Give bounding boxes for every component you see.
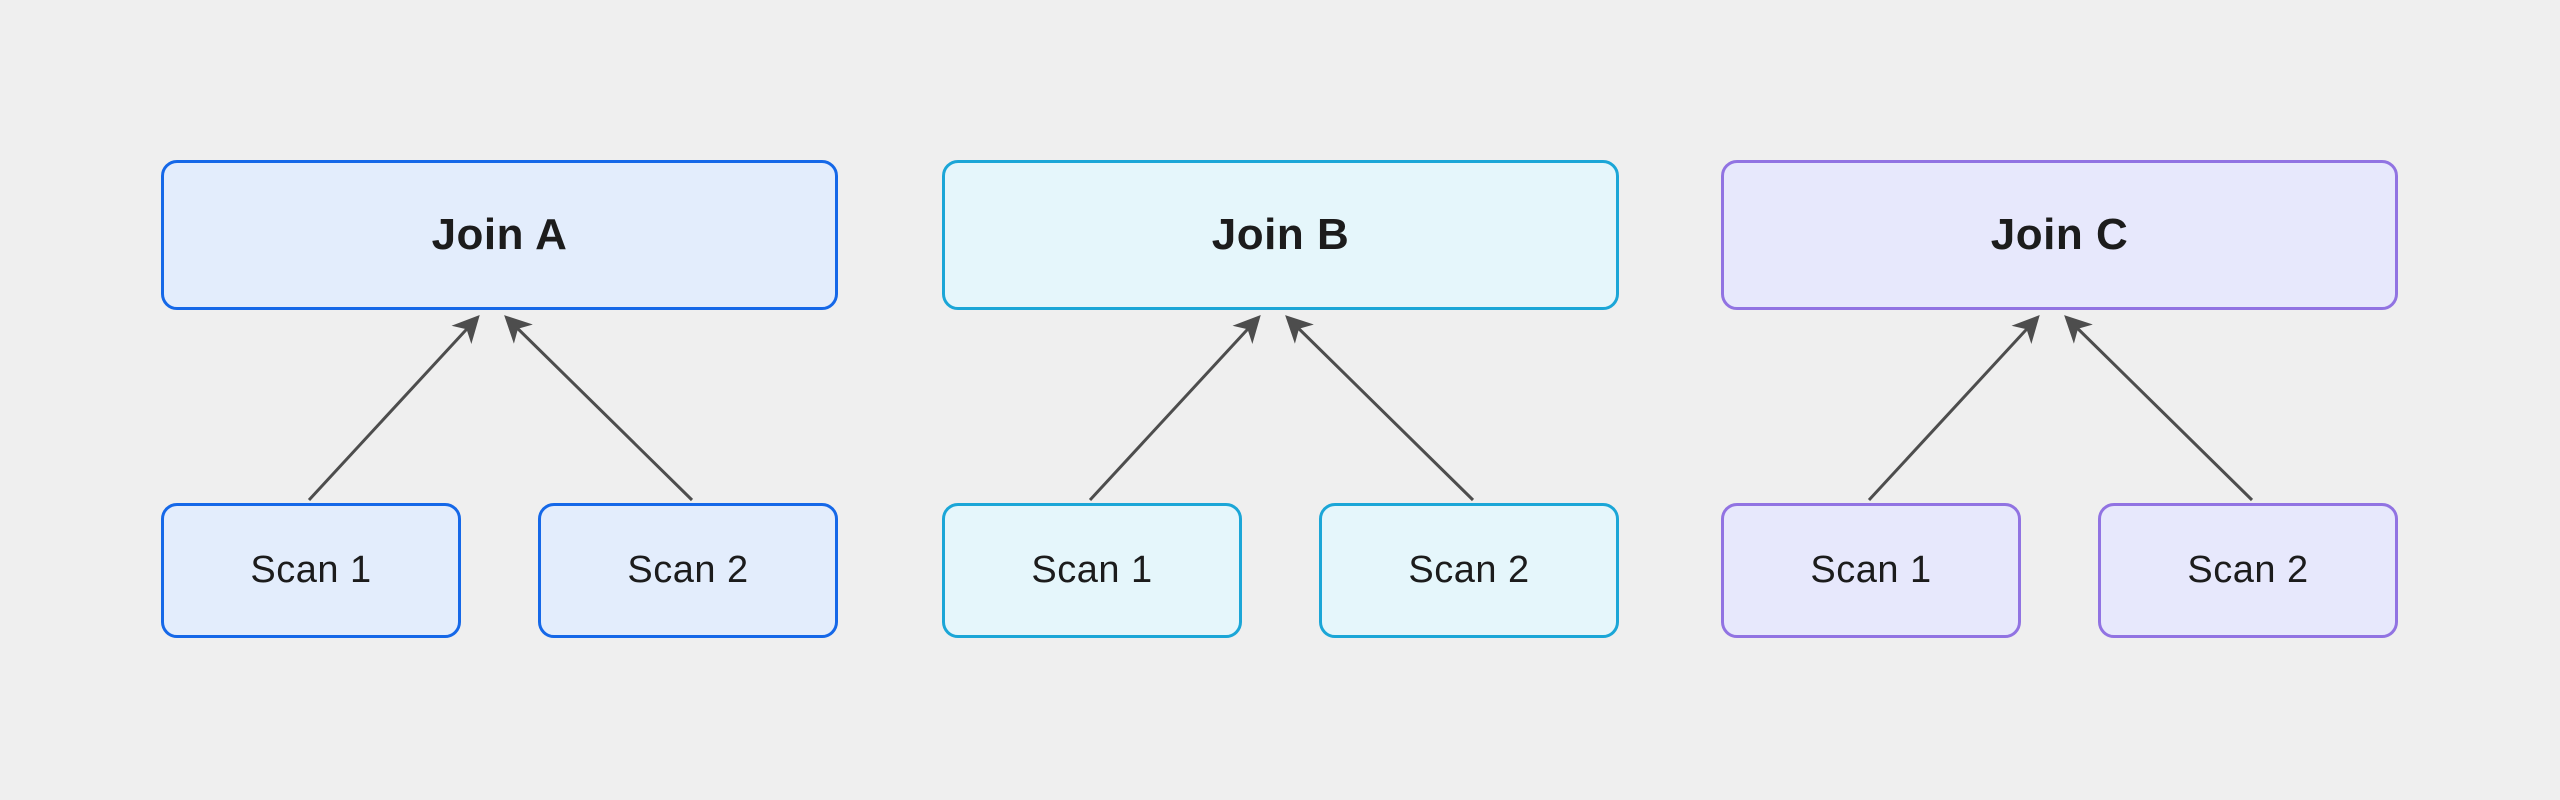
join-a-label: Join A <box>431 210 568 259</box>
scan-2-label: Scan 2 <box>2187 549 2309 591</box>
arrow-scan2-to-join-a <box>504 315 694 502</box>
join-c-label: Join C <box>1990 210 2129 259</box>
join-group-b: Join B Scan 1 Scan 2 <box>942 160 1619 638</box>
join-b-node: Join B <box>942 160 1619 310</box>
arrow-scan2-to-join-c <box>2064 315 2254 502</box>
scan-1-node-c: Scan 1 <box>1721 503 2021 638</box>
scan-2-label: Scan 2 <box>627 549 749 591</box>
scan-1-label: Scan 1 <box>1810 549 1932 591</box>
join-c-node: Join C <box>1721 160 2398 310</box>
scan-2-node-c: Scan 2 <box>2098 503 2398 638</box>
scan-2-node-b: Scan 2 <box>1319 503 1619 638</box>
arrow-scan1-to-join-c <box>1867 315 2040 502</box>
scan-1-label: Scan 1 <box>250 549 372 591</box>
scan-1-node-a: Scan 1 <box>161 503 461 638</box>
scan-2-node-a: Scan 2 <box>538 503 838 638</box>
scan-1-label: Scan 1 <box>1031 549 1153 591</box>
arrow-scan1-to-join-a <box>307 315 480 502</box>
scan-2-label: Scan 2 <box>1408 549 1530 591</box>
join-group-a: Join A Scan 1 Scan 2 <box>161 160 838 638</box>
join-group-c: Join C Scan 1 Scan 2 <box>1721 160 2398 638</box>
arrow-scan2-to-join-b <box>1285 315 1475 502</box>
scan-1-node-b: Scan 1 <box>942 503 1242 638</box>
arrow-scan1-to-join-b <box>1088 315 1261 502</box>
join-a-node: Join A <box>161 160 838 310</box>
join-b-label: Join B <box>1211 210 1350 259</box>
